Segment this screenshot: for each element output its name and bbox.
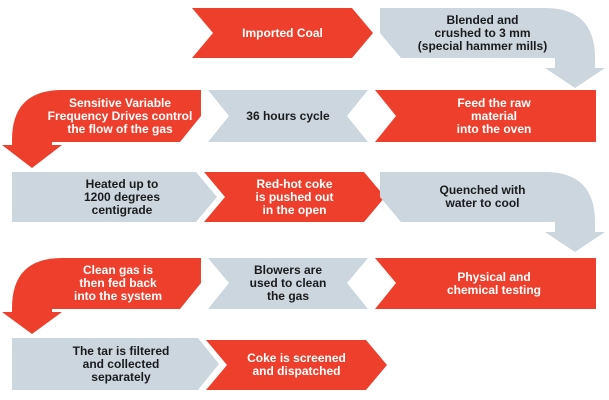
step-3-label: Feed the raw material into the oven <box>456 95 532 136</box>
step-3-shape <box>375 90 596 142</box>
step-4-label: 36 hours cycle <box>246 108 330 123</box>
step-1-shape <box>192 8 373 58</box>
step-13-shape <box>206 340 387 390</box>
step-8-shape <box>380 172 605 252</box>
step-12-shape <box>12 338 219 390</box>
step-12-label: The tar is filtered and collected separa… <box>72 343 170 384</box>
step-11-shape <box>2 258 201 334</box>
step-6-shape <box>12 172 217 222</box>
step-10-shape <box>208 258 368 309</box>
step-1-label: Imported Coal <box>242 25 323 40</box>
step-10-label: Blowers are used to clean the gas <box>249 263 327 303</box>
step-6-label: Heated up to 1200 degrees centigrade <box>83 176 161 217</box>
step-7-label: Red-hot coke is pushed out in the open <box>255 176 334 217</box>
step-13-label: Coke is screened and dispatched <box>247 351 346 378</box>
step-8-label: Quenched with water to cool <box>439 183 526 210</box>
step-11-label: Clean gas is then fed back into the syst… <box>73 263 163 303</box>
step-2-shape <box>380 8 605 88</box>
step-5-label: Sensitive Variable Frequency Drives cont… <box>47 95 193 136</box>
step-2-label: Blended and crushed to 3 mm (special ham… <box>417 12 548 53</box>
step-9-label: Physical and chemical testing <box>446 269 542 297</box>
step-7-shape <box>204 172 385 222</box>
step-9-shape <box>375 258 596 309</box>
step-4-shape <box>208 90 368 142</box>
step-5-shape <box>2 90 201 168</box>
